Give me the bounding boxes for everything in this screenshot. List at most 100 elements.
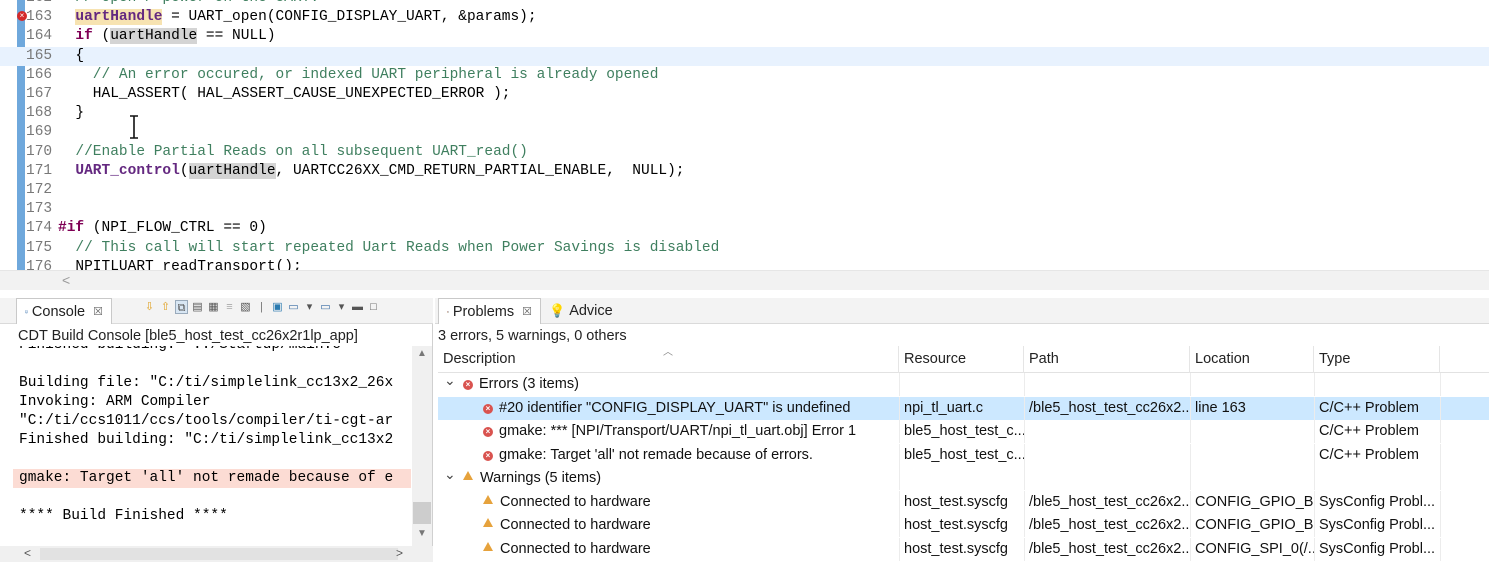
- clear-console-icon[interactable]: ▤: [192, 301, 203, 313]
- column-header-location[interactable]: Location: [1190, 346, 1314, 373]
- scroll-left-icon[interactable]: <: [62, 272, 71, 288]
- column-divider: [899, 443, 900, 467]
- code-line[interactable]: 175 // This call will start repeated Uar…: [0, 239, 1489, 258]
- cell-description: Connected to hardware: [478, 491, 899, 514]
- cell-text: line 163: [1195, 399, 1246, 416]
- line-number: 163: [26, 9, 53, 26]
- line-number: 171: [26, 162, 53, 179]
- close-icon[interactable]: ☒: [93, 306, 103, 318]
- scroll-thumb[interactable]: [40, 548, 398, 560]
- cell-text: /ble5_host_test_cc26x2...: [1029, 540, 1190, 557]
- tab-console[interactable]: Console ☒: [16, 298, 112, 324]
- table-row[interactable]: ×gmake: Target 'all' not remade because …: [438, 443, 1489, 468]
- maximize-icon[interactable]: □: [370, 301, 377, 313]
- code-line[interactable]: 173: [0, 200, 1489, 219]
- column-divider: [1024, 467, 1025, 490]
- cell-text: CONFIG_GPIO_B...: [1195, 493, 1314, 510]
- close-icon[interactable]: ☒: [522, 306, 532, 318]
- scroll-down-icon[interactable]: ▼: [417, 528, 427, 539]
- cell-text: C/C++ Problem: [1319, 399, 1419, 416]
- text-cursor-icon: [130, 115, 138, 139]
- line-number: 168: [26, 105, 53, 122]
- display-console-icon[interactable]: ▣: [272, 301, 283, 313]
- column-header-resource[interactable]: Resource: [899, 346, 1024, 373]
- code-line[interactable]: 167 HAL_ASSERT( HAL_ASSERT_CAUSE_UNEXPEC…: [0, 85, 1489, 104]
- code-line[interactable]: 162 // Open / power on the UART.: [0, 0, 1489, 8]
- pin-console-icon[interactable]: ▧: [240, 301, 251, 313]
- code-editor[interactable]: 162 // Open / power on the UART.163 uart…: [0, 0, 1489, 290]
- scroll-left-icon[interactable]: <: [24, 546, 32, 560]
- scroll-right-icon[interactable]: >: [396, 546, 404, 560]
- error-marker-icon[interactable]: ×: [17, 11, 27, 21]
- cell-path: /ble5_host_test_cc26x2...: [1024, 397, 1190, 420]
- column-divider: [1024, 396, 1025, 420]
- code-line[interactable]: 172: [0, 181, 1489, 200]
- code-line[interactable]: 171 UART_control(uartHandle, UARTCC26XX_…: [0, 162, 1489, 181]
- problems-tabbar: Problems ☒ 💡 Advice: [435, 298, 1489, 324]
- warning-icon: [463, 471, 473, 480]
- cell-text: #20 identifier "CONFIG_DISPLAY_UART" is …: [499, 399, 851, 416]
- line-number: 172: [26, 182, 53, 198]
- code-line[interactable]: 163 uartHandle = UART_open(CONFIG_DISPLA…: [0, 8, 1489, 27]
- lightbulb-icon: 💡: [549, 303, 566, 318]
- scroll-up-icon[interactable]: ▲: [417, 348, 427, 359]
- tab-problems[interactable]: Problems ☒: [438, 298, 541, 324]
- arrow-down-icon[interactable]: ⇩: [144, 301, 155, 313]
- cell-description: ×gmake: Target 'all' not remade because …: [478, 444, 899, 467]
- error-icon: ×: [483, 403, 493, 414]
- column-divider: [1190, 373, 1191, 396]
- cell-path: [1024, 444, 1190, 467]
- chevron-down-icon[interactable]: ⌄: [444, 372, 456, 388]
- column-divider: [1190, 514, 1191, 537]
- console-vertical-scrollbar[interactable]: ▲ ▼: [412, 346, 432, 546]
- group-label: ×Errors (3 items): [458, 373, 899, 396]
- arrow-up-icon[interactable]: ⇧: [160, 301, 171, 313]
- code-line[interactable]: 168 }: [0, 104, 1489, 123]
- cell-text: gmake: *** [NPI/Transport/UART/npi_tl_ua…: [499, 423, 857, 439]
- cell-description: × #20 identifier "CONFIG_DISPLAY_UART" is…: [478, 397, 899, 420]
- code-line[interactable]: 174#if (NPI_FLOW_CTRL == 0): [0, 219, 1489, 238]
- scroll-lock-icon[interactable]: ⧉: [175, 300, 188, 314]
- error-icon: ×: [483, 427, 493, 437]
- code-line[interactable]: 170 //Enable Partial Reads on all subseq…: [0, 143, 1489, 162]
- table-row[interactable]: × #20 identifier "CONFIG_DISPLAY_UART" is…: [438, 396, 1489, 420]
- new-console-icon[interactable]: ▭: [320, 301, 331, 313]
- scroll-thumb[interactable]: [413, 502, 431, 524]
- column-divider: [1440, 490, 1441, 514]
- dropdown-icon[interactable]: ▾: [306, 301, 313, 313]
- code-line[interactable]: 165 {: [0, 46, 1489, 66]
- line-number: 167: [26, 86, 53, 102]
- problem-group-row[interactable]: ⌄×Errors (3 items): [438, 372, 1489, 397]
- dropdown-icon[interactable]: ▾: [338, 301, 345, 313]
- chevron-down-icon[interactable]: ⌄: [444, 466, 456, 482]
- minimize-icon[interactable]: ▬: [352, 301, 363, 313]
- cell-path: /ble5_host_test_cc26x2...: [1024, 514, 1190, 537]
- column-header-path[interactable]: Path: [1024, 346, 1190, 373]
- console-line: Finished building: "../Startup/main.c": [19, 346, 411, 355]
- problem-group-row[interactable]: ⌄Warnings (5 items): [438, 466, 1489, 491]
- cell-path: /ble5_host_test_cc26x2...: [1024, 538, 1190, 561]
- column-header-type[interactable]: Type: [1314, 346, 1440, 373]
- cell-text: npi_tl_uart.c: [904, 399, 983, 416]
- editor-ruler: [0, 0, 13, 270]
- tab-problems-label: Problems: [452, 303, 515, 320]
- editor-horizontal-scrollbar[interactable]: <: [0, 270, 1489, 290]
- console-horizontal-scrollbar[interactable]: < >: [0, 546, 433, 562]
- column-header-description[interactable]: Description: [438, 346, 899, 373]
- error-icon: ×: [463, 380, 473, 390]
- table-row[interactable]: × gmake: *** [NPI/Transport/UART/npi_tl_u…: [438, 420, 1489, 444]
- code-line[interactable]: 164 if (uartHandle == NULL): [0, 27, 1489, 46]
- word-wrap-icon[interactable]: ≡: [226, 301, 233, 313]
- console-output[interactable]: Finished building: "../Startup/main.c"Bu…: [0, 346, 412, 546]
- code-text: HAL_ASSERT( HAL_ASSERT_CAUSE_UNEXPECTED_…: [58, 86, 511, 102]
- cell-type: SysConfig Probl...: [1314, 538, 1440, 561]
- code-line[interactable]: 169: [0, 123, 1489, 142]
- copy-icon[interactable]: ▦: [208, 301, 219, 313]
- code-text: uartHandle = UART_open(CONFIG_DISPLAY_UA…: [75, 9, 537, 26]
- tab-advice[interactable]: 💡 Advice: [541, 298, 621, 324]
- code-line[interactable]: 166 // An error occured, or indexed UART…: [0, 66, 1489, 85]
- open-console-icon[interactable]: ▭: [288, 301, 299, 313]
